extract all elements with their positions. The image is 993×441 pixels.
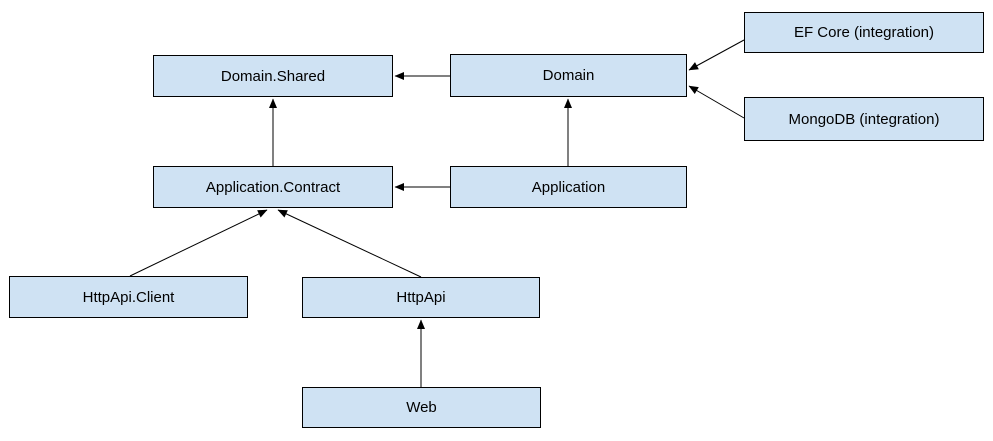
edge-httpapi-client-to-application-contract	[129, 209, 268, 277]
node-httpapi-client-label: HttpApi.Client	[82, 288, 175, 306]
node-httpapi-client: HttpApi.Client	[9, 276, 248, 318]
node-domain: Domain	[450, 54, 687, 97]
node-httpapi: HttpApi	[302, 277, 540, 318]
node-domain-shared-label: Domain.Shared	[220, 67, 326, 85]
node-web-label: Web	[406, 399, 437, 416]
edge-mongodb-to-domain	[688, 85, 745, 119]
node-application-contract: Application.Contract	[153, 166, 393, 208]
node-domain-label: Domain	[542, 67, 595, 84]
node-mongodb-integration-label: MongoDB (integration)	[788, 110, 940, 128]
node-ef-core-integration-label: EF Core (integration)	[793, 24, 935, 41]
node-application-contract-label: Application.Contract	[205, 178, 341, 196]
node-httpapi-label: HttpApi	[396, 289, 446, 306]
edge-httpapi-to-application-contract	[277, 209, 422, 278]
node-application: Application	[450, 166, 687, 208]
node-web: Web	[302, 387, 541, 428]
node-application-label: Application	[531, 178, 606, 196]
node-mongodb-integration: MongoDB (integration)	[744, 97, 984, 141]
node-domain-shared: Domain.Shared	[153, 55, 393, 97]
edge-ef-core-to-domain	[688, 39, 745, 71]
node-ef-core-integration: EF Core (integration)	[744, 12, 984, 53]
